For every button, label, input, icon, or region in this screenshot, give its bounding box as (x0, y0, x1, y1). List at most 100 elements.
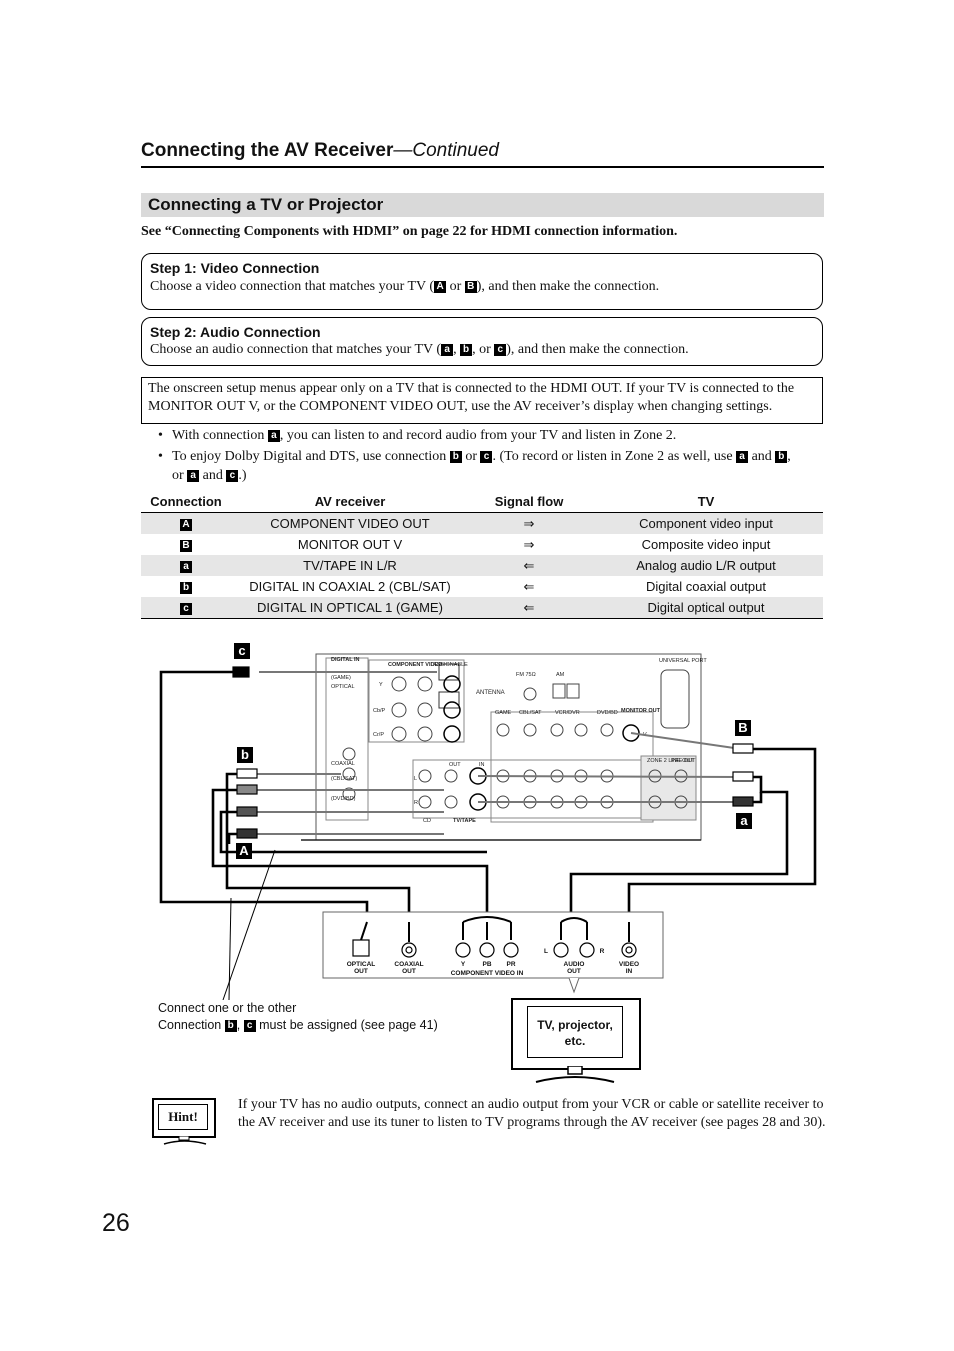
receiver-label: AM (556, 672, 565, 678)
table-cell: TV/TAPE IN L/R (231, 555, 469, 576)
step1-box: Step 1: Video Connection Choose a video … (141, 253, 823, 310)
table-cell: COMPONENT VIDEO OUT (231, 512, 469, 534)
receiver-label: DVD/BD (597, 710, 618, 716)
tv-label-line1: TV, projector, (537, 1018, 613, 1032)
receiver-label: PRE OUT (671, 758, 696, 764)
info-line-2: MONITOR OUT V, or the COMPONENT VIDEO OU… (148, 399, 773, 414)
table-cell: DIGITAL IN COAXIAL 2 (CBL/SAT) (249, 579, 451, 594)
table-cell: Component video input (589, 512, 823, 534)
hint-label: Hint! (158, 1104, 208, 1130)
step1-title: Step 1: Video Connection (150, 260, 320, 276)
signal-flow-arrow: ⇐ (523, 578, 535, 594)
receiver-label: TV/TAPE (453, 818, 476, 824)
cable-lines (159, 670, 817, 922)
receiver-label: DIGITAL IN (331, 657, 360, 663)
table-row: B MONITOR OUT V ⇒ Composite video input (141, 534, 823, 555)
bullet-text: and (199, 468, 227, 483)
step2-text: Choose an audio connection that matches … (150, 342, 689, 358)
hdmi-note: See “Connecting Components with HDMI” on… (141, 224, 678, 239)
bullet-text: and (748, 449, 776, 464)
step2-text-pre: Choose an audio connection that matches … (150, 342, 442, 357)
table-row: c DIGITAL IN OPTICAL 1 (GAME) ⇐ Digital … (141, 597, 823, 619)
key-badge: A (180, 519, 192, 531)
tv-connection-panel: OPTICAL OUT COAXIAL OUT Y PB PR COMPONEN… (322, 911, 664, 994)
step2-text-post: ), and then make the connection. (506, 342, 689, 357)
tv-port-label: OUT (402, 968, 416, 975)
receiver-label: MONITOR OUT (621, 708, 661, 714)
hint-text: If your TV has no audio outputs, connect… (238, 1097, 826, 1130)
receiver-label: ASSIGNABLE (433, 662, 468, 668)
tv-port-label: OPTICAL (347, 961, 376, 968)
key-badge: a (736, 451, 749, 463)
signal-flow-arrow: ⇒ (469, 512, 589, 534)
bullet-text: , you can listen to and record audio fro… (279, 428, 677, 443)
bullet-text: or (461, 449, 481, 464)
tv-port-label: COMPONENT VIDEO IN (451, 970, 524, 977)
signal-flow-arrow: ⇒ (523, 536, 535, 552)
hint-stand-icon (163, 1136, 207, 1145)
tv-port-label: PB (482, 961, 491, 968)
bullet-text: With connection (172, 428, 268, 443)
receiver-labels: DIGITAL IN (GAME) OPTICAL COAXIAL (CBL/S… (331, 657, 707, 824)
key-badge: b (224, 1020, 237, 1032)
bullet-text: To enjoy Dolby Digital and DTS, use conn… (172, 449, 450, 464)
signal-flow-arrow: ⇐ (469, 597, 589, 619)
receiver-label: FM 75Ω (516, 672, 536, 678)
diagram-label-a: a (736, 813, 752, 829)
receiver-label: GAME (495, 710, 512, 716)
receiver-label: OPTICAL (331, 684, 355, 690)
tv-port-label: AUDIO (564, 961, 585, 968)
receiver-label: (DVD/BD) (331, 796, 356, 802)
page-header: Connecting the AV Receiver—Continued (141, 140, 824, 168)
key-badge: c (480, 451, 493, 463)
tv-label-line2: etc. (564, 1034, 586, 1048)
step1-text: Choose a video connection that matches y… (150, 279, 659, 295)
key-badge: b (449, 451, 462, 463)
connect-note-text: must be assigned (see page 41) (255, 1018, 438, 1032)
page-title: Connecting the AV Receiver (141, 140, 394, 161)
key-badge: b (775, 451, 788, 463)
receiver-label: (CBL/SAT) (331, 776, 357, 782)
key-badge: B (464, 281, 477, 293)
step2-title: Step 2: Audio Connection (150, 324, 321, 340)
column-header: AV receiver (231, 490, 469, 513)
key-badge: c (494, 344, 507, 356)
step2-box: Step 2: Audio Connection Choose an audio… (141, 317, 823, 366)
connect-note: Connect one or the other Connection b, c… (158, 1000, 438, 1034)
tv-port-label: VIDEO (619, 961, 639, 968)
receiver-label: Y (379, 682, 383, 688)
tv-port-label: Y (461, 961, 466, 968)
info-box: The onscreen setup menus appear only on … (141, 377, 823, 424)
table-row: b DIGITAL IN COAXIAL 2 (CBL/SAT) ⇐ Digit… (141, 576, 823, 597)
diagram-label-b: b (237, 747, 253, 763)
column-header: Signal flow (469, 490, 589, 513)
note-pointer-lines (222, 849, 276, 1000)
page-title-continued: —Continued (393, 140, 499, 161)
table-header-row: Connection AV receiver Signal flow TV (141, 490, 823, 513)
key-badge: c (180, 603, 192, 615)
key-badge: a (267, 430, 280, 442)
tv-port-label: COAXIAL (394, 961, 423, 968)
step1-text-mid: or (446, 279, 465, 294)
key-badge: A (434, 281, 447, 293)
connection-diagram: DIGITAL IN (GAME) OPTICAL COAXIAL (CBL/S… (159, 653, 817, 1000)
page-number: 26 (102, 1209, 130, 1237)
receiver-label: CD (423, 818, 431, 824)
step2-sep: , (453, 342, 461, 357)
receiver-label: CBL/SAT (519, 710, 542, 716)
table-cell: MONITOR OUT V (297, 537, 403, 552)
key-badge: c (226, 470, 239, 482)
connect-note-line1: Connect one or the other (158, 1001, 297, 1015)
receiver-label: COMPONENT VIDEO (388, 662, 443, 668)
table-row: a TV/TAPE IN L/R ⇐ Analog audio L/R outp… (141, 555, 823, 576)
key-badge: a (180, 561, 192, 573)
column-header: TV (589, 490, 823, 513)
diagram-label-A: A (236, 843, 252, 859)
receiver-label: UNIVERSAL PORT (659, 658, 707, 664)
step2-sep: , or (472, 342, 495, 357)
key-badge: b (460, 344, 473, 356)
key-badge: c (243, 1020, 256, 1032)
bullet-text: , (787, 449, 791, 464)
bullet-text: or (172, 468, 188, 483)
tv-port-label: L (544, 948, 548, 955)
